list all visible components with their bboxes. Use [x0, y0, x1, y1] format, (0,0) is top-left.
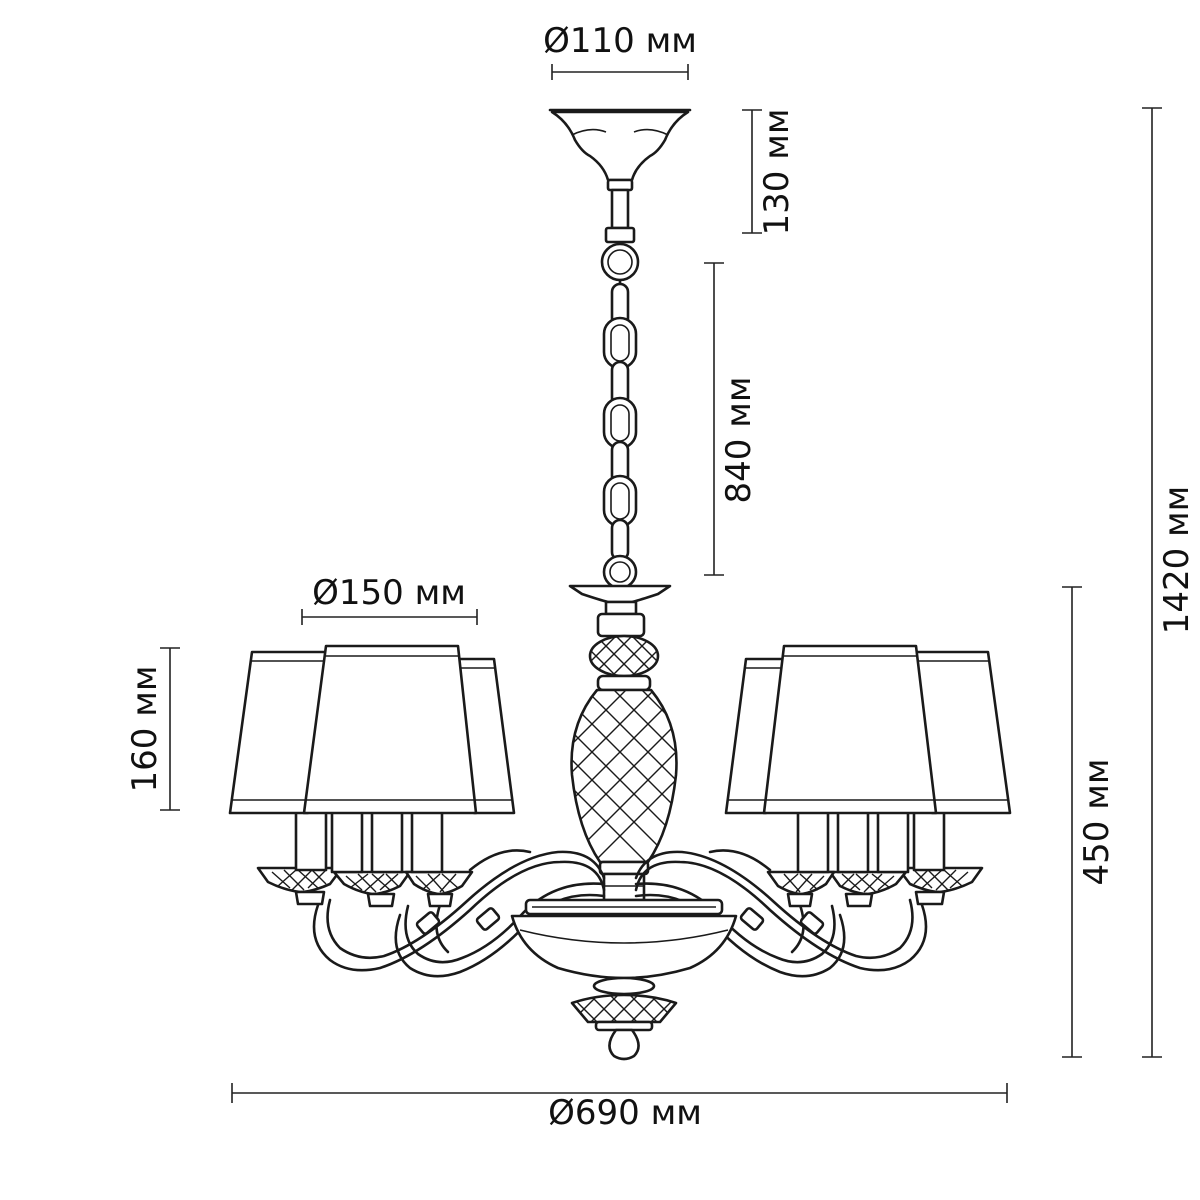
- canopy-height-label: 130 мм: [757, 108, 797, 235]
- candle-tubes: [294, 810, 946, 874]
- canopy-diameter-label: Ø110 мм: [543, 21, 697, 61]
- center-bowl: [510, 898, 738, 1061]
- total-diameter-label: Ø690 мм: [548, 1093, 702, 1133]
- body-height-label: 450 мм: [1077, 758, 1117, 885]
- shade-diameter-label: Ø150 мм: [312, 573, 466, 613]
- chain: [600, 242, 640, 590]
- ceiling-canopy: [548, 108, 692, 244]
- center-stem: [568, 584, 678, 902]
- candle-cups: [256, 866, 984, 908]
- dimension-labels: Ø110 мм 130 мм 840 мм Ø150 мм 160 мм 450…: [125, 21, 1197, 1133]
- chain-length-label: 840 мм: [719, 376, 759, 503]
- lampshades-right: [724, 644, 1012, 815]
- shade-height-label: 160 мм: [125, 665, 165, 792]
- dimension-lines: [160, 64, 1162, 1103]
- arms: [312, 849, 928, 978]
- total-height-label: 1420 мм: [1157, 486, 1197, 635]
- lampshades-left: [228, 644, 516, 815]
